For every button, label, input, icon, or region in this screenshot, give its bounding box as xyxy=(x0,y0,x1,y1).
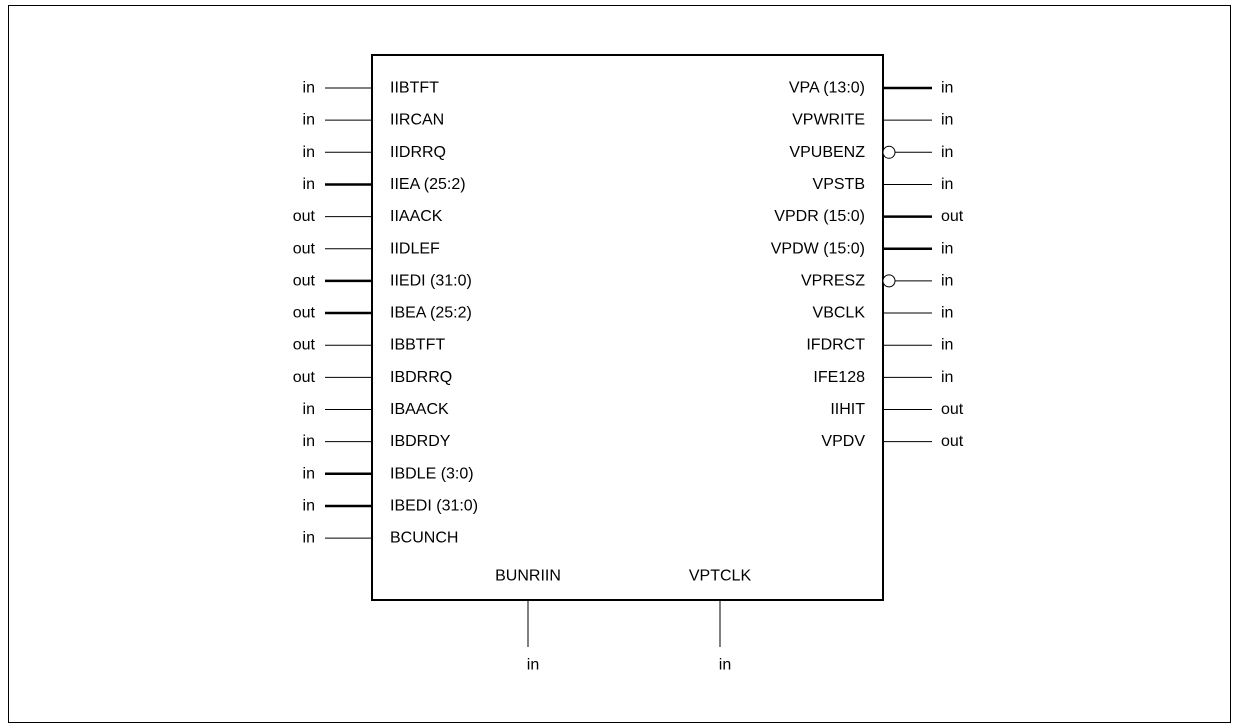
left-pin-direction: in xyxy=(303,530,315,547)
left-pin-direction: out xyxy=(293,337,316,354)
right-pin-label: VPUBENZ xyxy=(789,144,865,161)
left-pin-direction: out xyxy=(293,272,316,289)
diagram-frame xyxy=(8,5,1231,723)
bottom-pin-direction: in xyxy=(719,657,731,674)
left-pin-label: IIDLEF xyxy=(390,240,440,257)
left-pin-direction: in xyxy=(303,80,315,97)
left-pin-label: IBDLE (3:0) xyxy=(390,465,474,482)
left-pin-label: IIEA (25:2) xyxy=(390,176,466,193)
right-pin-direction: in xyxy=(941,144,953,161)
right-pin-label: VPA (13:0) xyxy=(789,80,865,97)
right-pin-direction: out xyxy=(941,401,964,418)
left-pin-label: IBEDI (31:0) xyxy=(390,497,478,514)
right-pin-label: VBCLK xyxy=(813,305,866,322)
left-pin-label: IIBTFT xyxy=(390,80,439,97)
left-pin-direction: out xyxy=(293,305,316,322)
left-pin-label: IBDRDY xyxy=(390,433,451,450)
right-pin-direction: in xyxy=(941,305,953,322)
right-pin-label: IFDRCT xyxy=(806,337,865,354)
right-pin-label: IIHIT xyxy=(830,401,865,418)
left-pin-label: IBEA (25:2) xyxy=(390,305,472,322)
left-pin-direction: out xyxy=(293,240,316,257)
block-body xyxy=(371,54,884,601)
left-pin-direction: in xyxy=(303,112,315,129)
right-pin-direction: in xyxy=(941,240,953,257)
left-pin-direction: in xyxy=(303,144,315,161)
right-pin-direction: in xyxy=(941,112,953,129)
right-pin-direction: out xyxy=(941,208,964,225)
left-pin-label: IBAACK xyxy=(390,401,449,418)
right-pin-direction: in xyxy=(941,272,953,289)
right-pin-label: IFE128 xyxy=(813,369,865,386)
right-pin-direction: out xyxy=(941,433,964,450)
left-pin-label: IBDRRQ xyxy=(390,369,452,386)
left-pin-direction: out xyxy=(293,208,316,225)
left-pin-direction: in xyxy=(303,497,315,514)
right-pin-label: VPWRITE xyxy=(792,112,865,129)
inversion-bubble-icon xyxy=(882,145,896,159)
left-pin-label: IIRCAN xyxy=(390,112,444,129)
bottom-pin-label: BUNRIIN xyxy=(495,568,561,585)
left-pin-label: IIEDI (31:0) xyxy=(390,272,472,289)
inversion-bubble-icon xyxy=(882,274,896,288)
right-pin-label: VPDV xyxy=(821,433,865,450)
right-pin-direction: in xyxy=(941,80,953,97)
left-pin-direction: in xyxy=(303,176,315,193)
left-pin-label: IBBTFT xyxy=(390,337,445,354)
right-pin-direction: in xyxy=(941,337,953,354)
right-pin-direction: in xyxy=(941,369,953,386)
right-pin-label: VPRESZ xyxy=(801,272,865,289)
bottom-pin-label: VPTCLK xyxy=(689,568,752,585)
bottom-pin-direction: in xyxy=(527,657,539,674)
left-pin-direction: in xyxy=(303,433,315,450)
left-pin-label: BCUNCH xyxy=(390,530,458,547)
right-pin-label: VPDW (15:0) xyxy=(771,240,865,257)
left-pin-direction: in xyxy=(303,401,315,418)
right-pin-label: VPDR (15:0) xyxy=(774,208,865,225)
left-pin-direction: in xyxy=(303,465,315,482)
left-pin-label: IIAACK xyxy=(390,208,443,225)
left-pin-direction: out xyxy=(293,369,316,386)
right-pin-direction: in xyxy=(941,176,953,193)
right-pin-label: VPSTB xyxy=(813,176,865,193)
left-pin-label: IIDRRQ xyxy=(390,144,446,161)
